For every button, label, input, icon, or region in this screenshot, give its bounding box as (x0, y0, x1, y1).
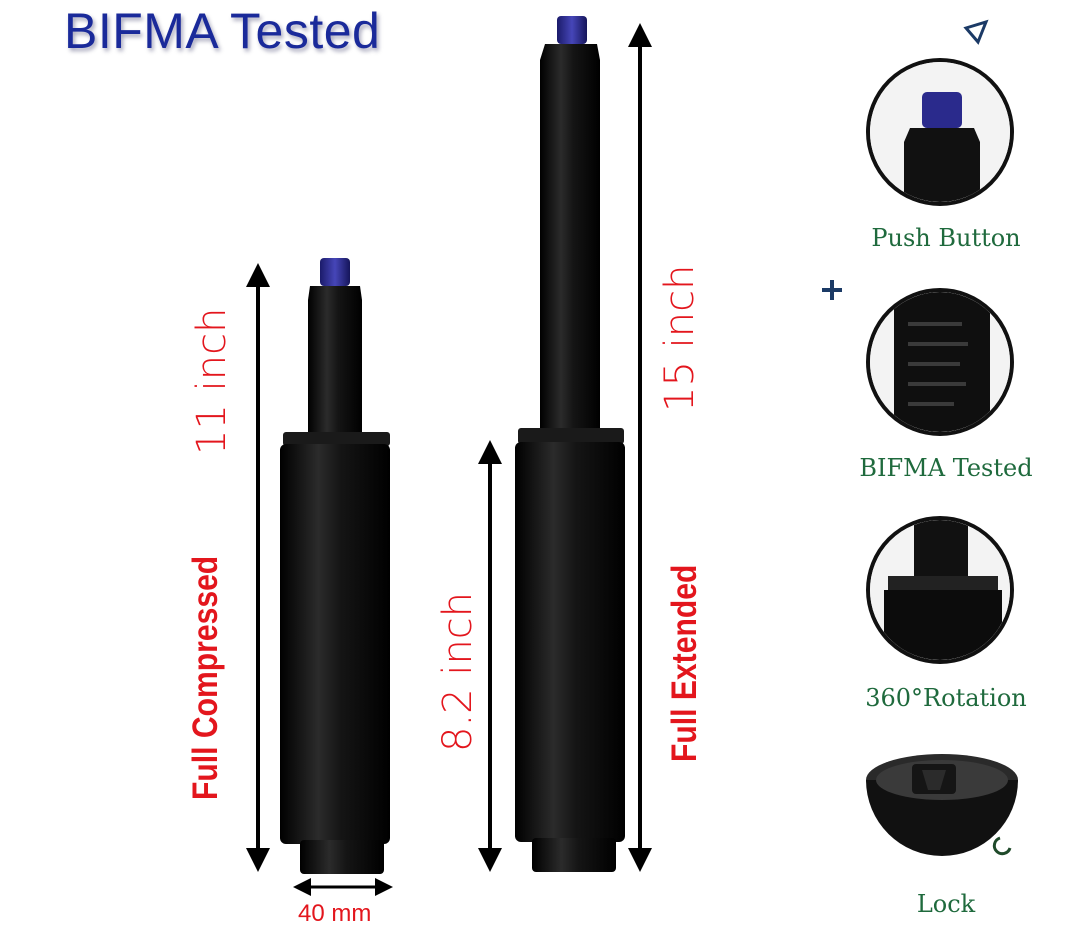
compressed-push-button (320, 258, 350, 286)
feature-label-rotation: 360°Rotation (865, 684, 1027, 712)
extended-push-button (557, 16, 587, 44)
extended-cylinder (515, 16, 625, 872)
feature-label-bifma: BIFMA Tested (859, 454, 1033, 482)
bifma-stamp-closeup (866, 288, 1014, 436)
feature-label-lock: Lock (916, 890, 976, 918)
compressed-cylinder (280, 258, 390, 874)
push-button-closeup (866, 58, 1014, 206)
width-label: 40 mm (298, 900, 372, 927)
extended-body-label: 8.2 inch (435, 591, 481, 752)
triangle-mark (963, 19, 989, 45)
compressed-state-label: Full Compressed (186, 555, 225, 800)
headline: BIFMA Tested (64, 3, 381, 59)
plus-mark (822, 280, 842, 300)
compressed-height-label: 11 inch (189, 307, 235, 455)
lock-cup-image (862, 740, 1022, 880)
extended-height-label: 15 inch (657, 264, 703, 412)
circle-mark (992, 836, 1012, 856)
feature-label-push-button: Push Button (871, 224, 1021, 252)
rotation-collar-closeup (866, 516, 1014, 664)
extended-state-label: Full Extended (665, 564, 704, 762)
